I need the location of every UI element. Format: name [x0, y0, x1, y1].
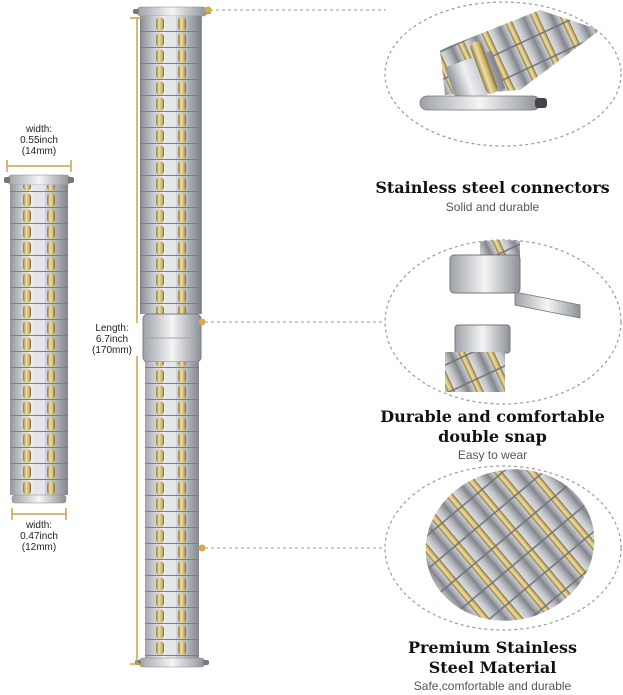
feature-material-title-line2: Steel Material [428, 658, 557, 677]
top-width-dimension [6, 160, 72, 172]
clasp-closeup [384, 239, 622, 405]
large-band [133, 6, 211, 668]
length-inch: 6.7inch [95, 334, 129, 345]
feature-clasp-title-line1: Durable and comfortable [380, 407, 605, 426]
feature-connectors-title-line1: Stainless steel connectors [375, 178, 610, 197]
feature-clasp-title-line2: double snap [438, 427, 547, 446]
feature-connectors-title: Stainless steel connectors [362, 178, 623, 198]
callout-lines [205, 9, 386, 549]
bottom-width-dimension [11, 508, 67, 520]
bottom-width-mm: (12mm) [21, 542, 57, 553]
callout-dot-clasp [198, 318, 206, 326]
bottom-width-inch: 0.47inch [20, 531, 58, 542]
feature-connectors-subtitle: Solid and durable [445, 200, 540, 214]
bottom-width-label: width: 0.47inch (12mm) [10, 520, 68, 553]
top-width-word: width: [25, 124, 53, 135]
feature-material-subtitle: Safe,comfortable and durable [413, 679, 572, 693]
top-width-mm: (14mm) [21, 146, 57, 157]
length-label: Length: 6.7inch (170mm) [84, 323, 140, 356]
small-band [4, 174, 74, 504]
top-width-label: width: 0.55inch (14mm) [10, 124, 68, 157]
feature-material-title-line1: Premium Stainless [407, 638, 578, 657]
length-mm: (170mm) [91, 345, 132, 356]
callout-dot-material [198, 544, 206, 552]
material-closeup [384, 465, 622, 631]
bottom-width-word: width: [25, 520, 53, 531]
length-word: Length: [95, 323, 129, 334]
connector-closeup [384, 1, 622, 147]
callout-dot-connector [204, 6, 212, 14]
feature-material-title: Premium Stainless Steel Material [362, 638, 623, 678]
feature-clasp-subtitle: Easy to wear [457, 448, 528, 462]
feature-clasp-title: Durable and comfortable double snap [362, 407, 623, 447]
top-width-inch: 0.55inch [20, 135, 58, 146]
